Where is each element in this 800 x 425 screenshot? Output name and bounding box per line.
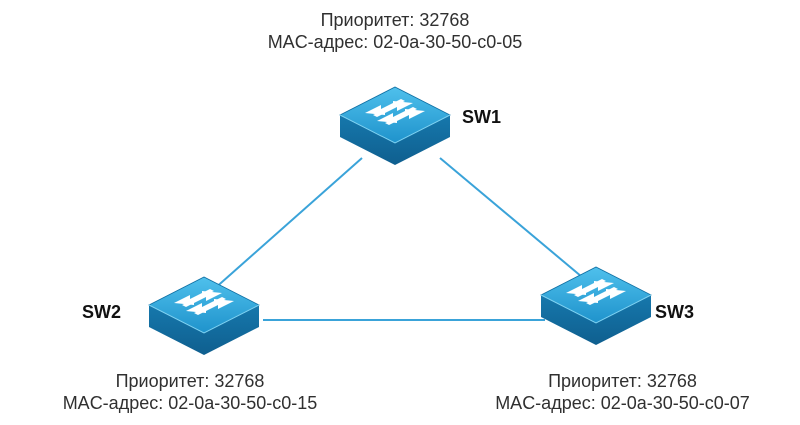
sw3-label: SW3 bbox=[655, 302, 695, 322]
sw2-label: SW2 bbox=[82, 302, 122, 322]
switch-sw3-icon bbox=[540, 266, 652, 346]
link-sw1-sw2 bbox=[212, 157, 363, 291]
sw2-info: Приоритет: 32768 MAC-адрес: 02-0a-30-50-… bbox=[0, 370, 380, 414]
sw3-priority: Приоритет: 32768 bbox=[548, 371, 697, 391]
sw1-priority: Приоритет: 32768 bbox=[320, 10, 470, 30]
switch-sw2-icon bbox=[148, 276, 260, 356]
sw1-mac: MAC-адрес: 02-0a-30-50-c0-05 bbox=[267, 32, 523, 52]
sw2-priority: Приоритет: 32768 bbox=[115, 371, 265, 391]
sw2-mac: MAC-адрес: 02-0a-30-50-c0-15 bbox=[62, 393, 318, 413]
sw1-label: SW1 bbox=[462, 107, 502, 127]
switch-sw1-icon bbox=[339, 86, 451, 166]
sw3-info: Приоритет: 32768 MAC-адрес: 02-0a-30-50-… bbox=[445, 370, 800, 414]
link-sw1-sw3 bbox=[439, 157, 589, 283]
sw1-info: Приоритет: 32768 MAC-адрес: 02-0a-30-50-… bbox=[215, 9, 575, 53]
sw3-mac: MAC-адрес: 02-0a-30-50-c0-07 bbox=[495, 393, 750, 413]
